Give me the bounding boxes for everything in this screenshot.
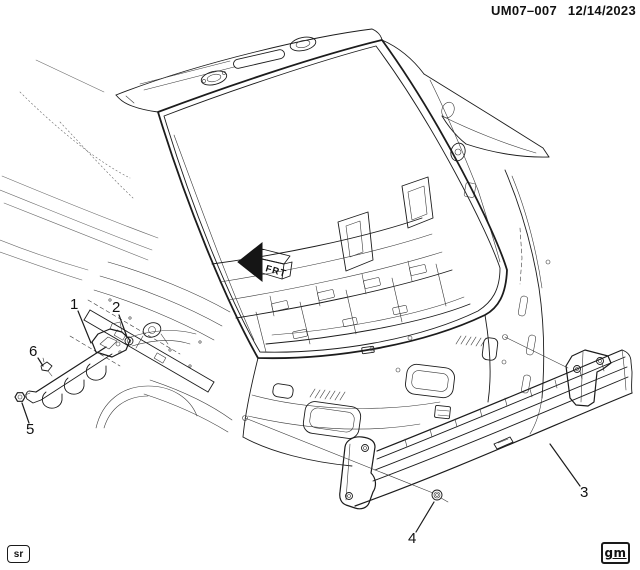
latch-striker <box>434 404 451 420</box>
callout-5: 5 <box>26 421 34 438</box>
callout-6-leader <box>37 357 44 367</box>
bolt-part-4 <box>431 489 449 503</box>
callout-2-leader <box>118 314 128 338</box>
clip-part-6 <box>40 357 53 377</box>
impact-bar-left-bracket <box>339 436 377 510</box>
callout-1: 1 <box>70 296 78 313</box>
front-arrow-icon <box>237 241 263 283</box>
callout-3: 3 <box>580 484 588 501</box>
document-number: UM07–007 <box>491 3 557 18</box>
front-direction-indicator: FRT <box>237 241 293 283</box>
rear-body-panel <box>242 314 507 467</box>
liftgate-aperture <box>157 39 508 360</box>
gm-logo-text: gm <box>604 546 627 560</box>
gm-logo: gm <box>601 542 630 564</box>
cargo-floor <box>211 176 471 355</box>
callout-3-leader <box>549 443 581 487</box>
right-pillar-and-spoiler <box>381 39 551 435</box>
callout-5-leader <box>21 402 30 424</box>
roof-panel <box>115 28 383 113</box>
callouts: 1 2 3 4 5 6 <box>21 296 588 547</box>
callout-2: 2 <box>112 299 120 316</box>
fastener-part-2 <box>124 336 134 346</box>
callout-1-leader <box>77 310 92 344</box>
bolt-axis-line-left <box>244 417 434 494</box>
bolt-axis-line-right <box>504 336 569 369</box>
impact-bar-flange-ticks <box>404 362 605 448</box>
left-quarter-structure <box>69 261 233 433</box>
vent-hatch-lines <box>309 335 487 401</box>
author-initials-badge: sr <box>7 545 30 563</box>
document-header: UM07–007 12/14/2023 <box>491 3 636 18</box>
bolt-part-5 <box>14 392 31 402</box>
author-initials-text: sr <box>13 548 24 560</box>
callout-4: 4 <box>408 530 416 547</box>
document-date: 12/14/2023 <box>567 3 636 18</box>
body-side-sketch-lines <box>0 59 159 281</box>
callout-6: 6 <box>29 343 37 360</box>
callout-4-leader <box>415 501 435 533</box>
impact-bar <box>242 334 633 510</box>
impact-bar-right-bracket <box>565 349 612 407</box>
bracket-assembly-part-1 <box>14 321 134 409</box>
